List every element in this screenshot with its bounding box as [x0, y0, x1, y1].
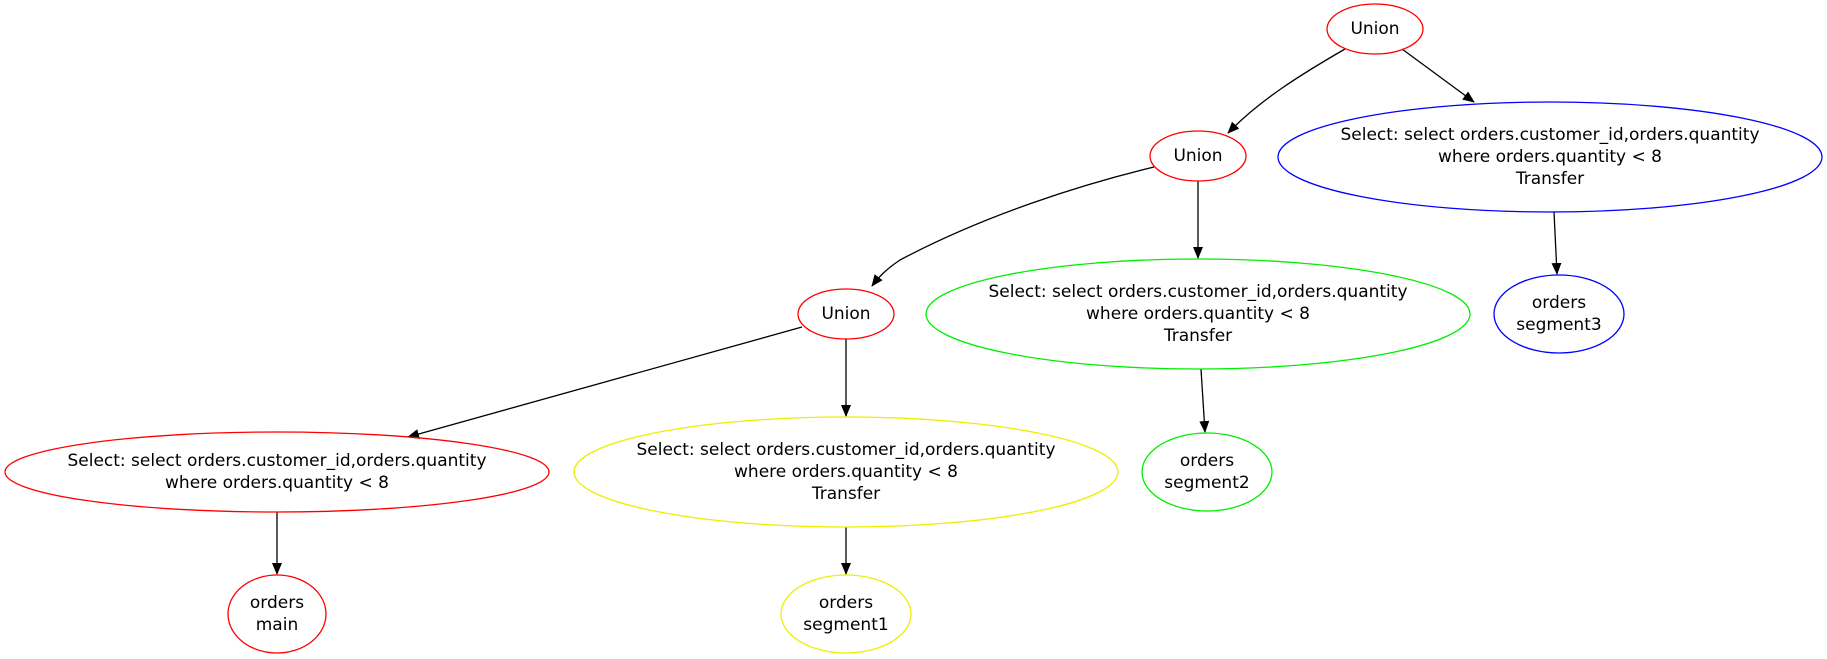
node-ellipse	[925, 258, 1471, 370]
node-label-line: Select: select orders.customer_id,orders…	[988, 282, 1407, 302]
node-union-low: Union	[797, 288, 895, 340]
node-label-line: orders	[250, 593, 304, 613]
node-label-line: where orders.quantity < 8	[165, 473, 389, 493]
edge-arrow-union_top-to-union_mid	[1227, 48, 1346, 134]
node-label-line: where orders.quantity < 8	[734, 462, 958, 482]
node-label-line: main	[256, 615, 298, 635]
node-label-line: Transfer	[1515, 169, 1584, 189]
node-label-line: Transfer	[1163, 326, 1232, 346]
node-label-line: where orders.quantity < 8	[1086, 304, 1310, 324]
node-label-line: segment2	[1164, 473, 1249, 493]
edge-arrow-select_seg3-to-orders_seg3	[1551, 211, 1562, 275]
node-select-main: Select: select orders.customer_id,orders…	[4, 431, 550, 513]
node-label-line: Union	[1173, 146, 1222, 166]
node-ellipse	[797, 288, 895, 340]
node-label-line: Select: select orders.customer_id,orders…	[636, 440, 1055, 460]
node-label-line: orders	[1180, 451, 1234, 471]
edge-arrow-select_seg2-to-orders_seg2	[1199, 368, 1210, 433]
node-label-line: Select: select orders.customer_id,orders…	[1340, 125, 1759, 145]
node-label-line: Transfer	[811, 484, 880, 504]
node-ellipse	[227, 574, 327, 654]
node-ellipse	[780, 574, 912, 654]
edges-layer	[272, 48, 1562, 575]
node-select-seg2: Select: select orders.customer_id,orders…	[925, 258, 1471, 370]
node-label-line: segment1	[803, 615, 888, 635]
node-select-seg3: Select: select orders.customer_id,orders…	[1277, 101, 1823, 213]
node-label-line: Select: select orders.customer_id,orders…	[67, 451, 486, 471]
node-label-line: orders	[819, 593, 873, 613]
node-ellipse	[1493, 274, 1625, 354]
node-ellipse	[1277, 101, 1823, 213]
node-label-line: Union	[821, 304, 870, 324]
node-union-mid: Union	[1149, 130, 1247, 182]
edge-arrow-union_low-to-select_main	[407, 326, 803, 439]
node-label-line: orders	[1532, 293, 1586, 313]
node-label-line: segment3	[1516, 315, 1601, 335]
node-label-line: Union	[1350, 19, 1399, 39]
edge-arrow-union_top-to-select_seg3	[1401, 48, 1475, 103]
edge-arrow-union_mid-to-union_low	[871, 166, 1155, 287]
node-label-line: where orders.quantity < 8	[1438, 147, 1662, 167]
node-select-seg1: Select: select orders.customer_id,orders…	[573, 416, 1119, 528]
node-ellipse	[573, 416, 1119, 528]
node-ellipse	[4, 431, 550, 513]
node-union-top: Union	[1326, 3, 1424, 55]
node-ellipse	[1149, 130, 1247, 182]
node-ellipse	[1141, 432, 1273, 512]
node-ellipse	[1326, 3, 1424, 55]
